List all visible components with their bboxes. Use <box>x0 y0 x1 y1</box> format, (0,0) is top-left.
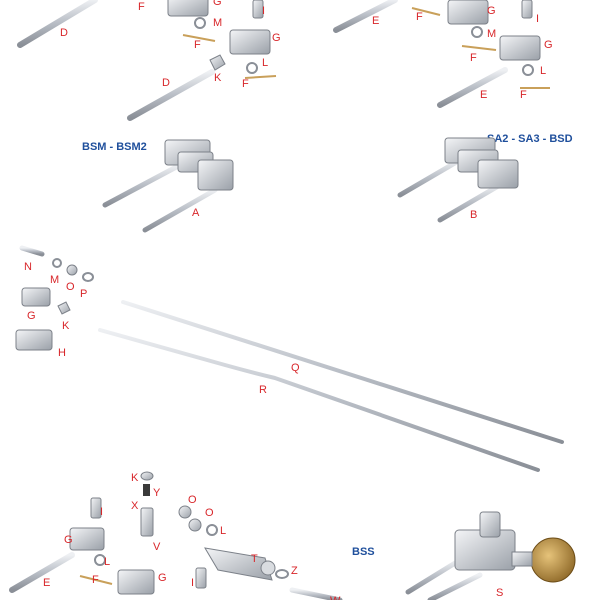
label-g-2: G <box>272 32 281 44</box>
label-k-b: K <box>131 472 139 484</box>
label-i-tr: I <box>536 13 539 25</box>
threaded-rod-e <box>437 67 508 108</box>
pin-i-tr <box>521 0 533 19</box>
label-v: V <box>153 541 161 553</box>
threaded-rod-d-top <box>17 0 98 48</box>
label-d-2: D <box>162 77 170 89</box>
label-f-tr3: F <box>520 89 527 101</box>
label-f-tr1: F <box>416 11 423 23</box>
label-e-tr2: E <box>480 89 487 101</box>
label-t: T <box>251 553 258 565</box>
label-l-tr: L <box>540 65 546 77</box>
label-l-b1: L <box>220 525 226 537</box>
label-i-1: I <box>262 5 265 17</box>
hardware-set: N M O P G K H <box>15 245 94 359</box>
top-right-assembly: E F G I M G F L E F <box>333 0 553 108</box>
rod-q <box>121 300 564 444</box>
label-i-b2: I <box>191 577 194 589</box>
cotter-pin-f-tr <box>411 7 441 16</box>
label-o-b1: O <box>188 494 197 506</box>
rod-r <box>98 328 540 472</box>
clevis-g <box>229 29 271 55</box>
label-f-b: F <box>92 574 99 586</box>
label-h: H <box>58 347 66 359</box>
label-f-2: F <box>194 39 201 51</box>
label-l-b2: L <box>104 556 110 568</box>
label-g-h: G <box>27 310 36 322</box>
cotter-pin-f-tr2 <box>461 45 497 51</box>
label-o-b2: O <box>205 507 214 519</box>
label-q: Q <box>291 362 300 374</box>
label-f-tr2: F <box>470 52 477 64</box>
label-o-h: O <box>66 281 75 293</box>
washer-l <box>246 62 258 74</box>
pin-i <box>252 0 264 19</box>
washer-m <box>194 17 206 29</box>
cotter-pin-f2 <box>244 75 277 79</box>
label-p: P <box>80 288 87 300</box>
label-k-h: K <box>62 320 70 332</box>
label-m-1: M <box>213 17 222 29</box>
label-z: Z <box>291 565 298 577</box>
clevis-g-tr2 <box>499 35 541 61</box>
cotter-pin-f <box>182 34 216 42</box>
label-d-1: D <box>60 27 68 39</box>
label-l-1: L <box>262 57 268 69</box>
title-bsm: BSM - BSM2 <box>82 141 147 153</box>
label-r: R <box>259 384 267 396</box>
label-g-1: G <box>213 0 222 8</box>
threaded-rod-d <box>127 69 215 121</box>
label-x: X <box>131 500 139 512</box>
label-e-b: E <box>43 577 50 589</box>
title-bss: BSS <box>352 546 375 558</box>
label-g-b1: G <box>64 534 73 546</box>
clevis-g-tr <box>447 0 489 25</box>
label-y: Y <box>153 487 161 499</box>
top-left-assembly: D F G M I F G L K F D <box>17 0 281 121</box>
title-sa: SA2 - SA3 - BSD <box>487 133 573 145</box>
label-g-b2: G <box>158 572 167 584</box>
label-k-1: K <box>214 72 222 84</box>
label-g-tr1: G <box>487 5 496 17</box>
label-f-1: F <box>138 1 145 13</box>
label-n: N <box>24 261 32 273</box>
assembly-a: A <box>102 139 234 233</box>
threaded-rod-e-top <box>333 0 398 33</box>
washer-m-tr <box>471 26 483 38</box>
label-a: A <box>192 207 200 219</box>
label-f-3: F <box>242 78 249 90</box>
label-m-h: M <box>50 274 59 286</box>
label-m-tr: M <box>487 28 496 40</box>
clevis-g-top <box>167 0 209 17</box>
assembly-b: B <box>397 137 519 223</box>
label-e-1: E <box>372 15 379 27</box>
washer-l-tr <box>522 64 534 76</box>
label-w: W <box>330 595 341 600</box>
bottom-assembly: K Y X V O O L I G L E F G T Z W I S <box>9 471 576 600</box>
nut-k <box>209 54 226 71</box>
label-g-tr2: G <box>544 39 553 51</box>
label-b: B <box>470 209 477 221</box>
label-i-b1: I <box>100 506 103 518</box>
label-s: S <box>496 587 503 599</box>
long-rods: Q R <box>98 300 564 472</box>
